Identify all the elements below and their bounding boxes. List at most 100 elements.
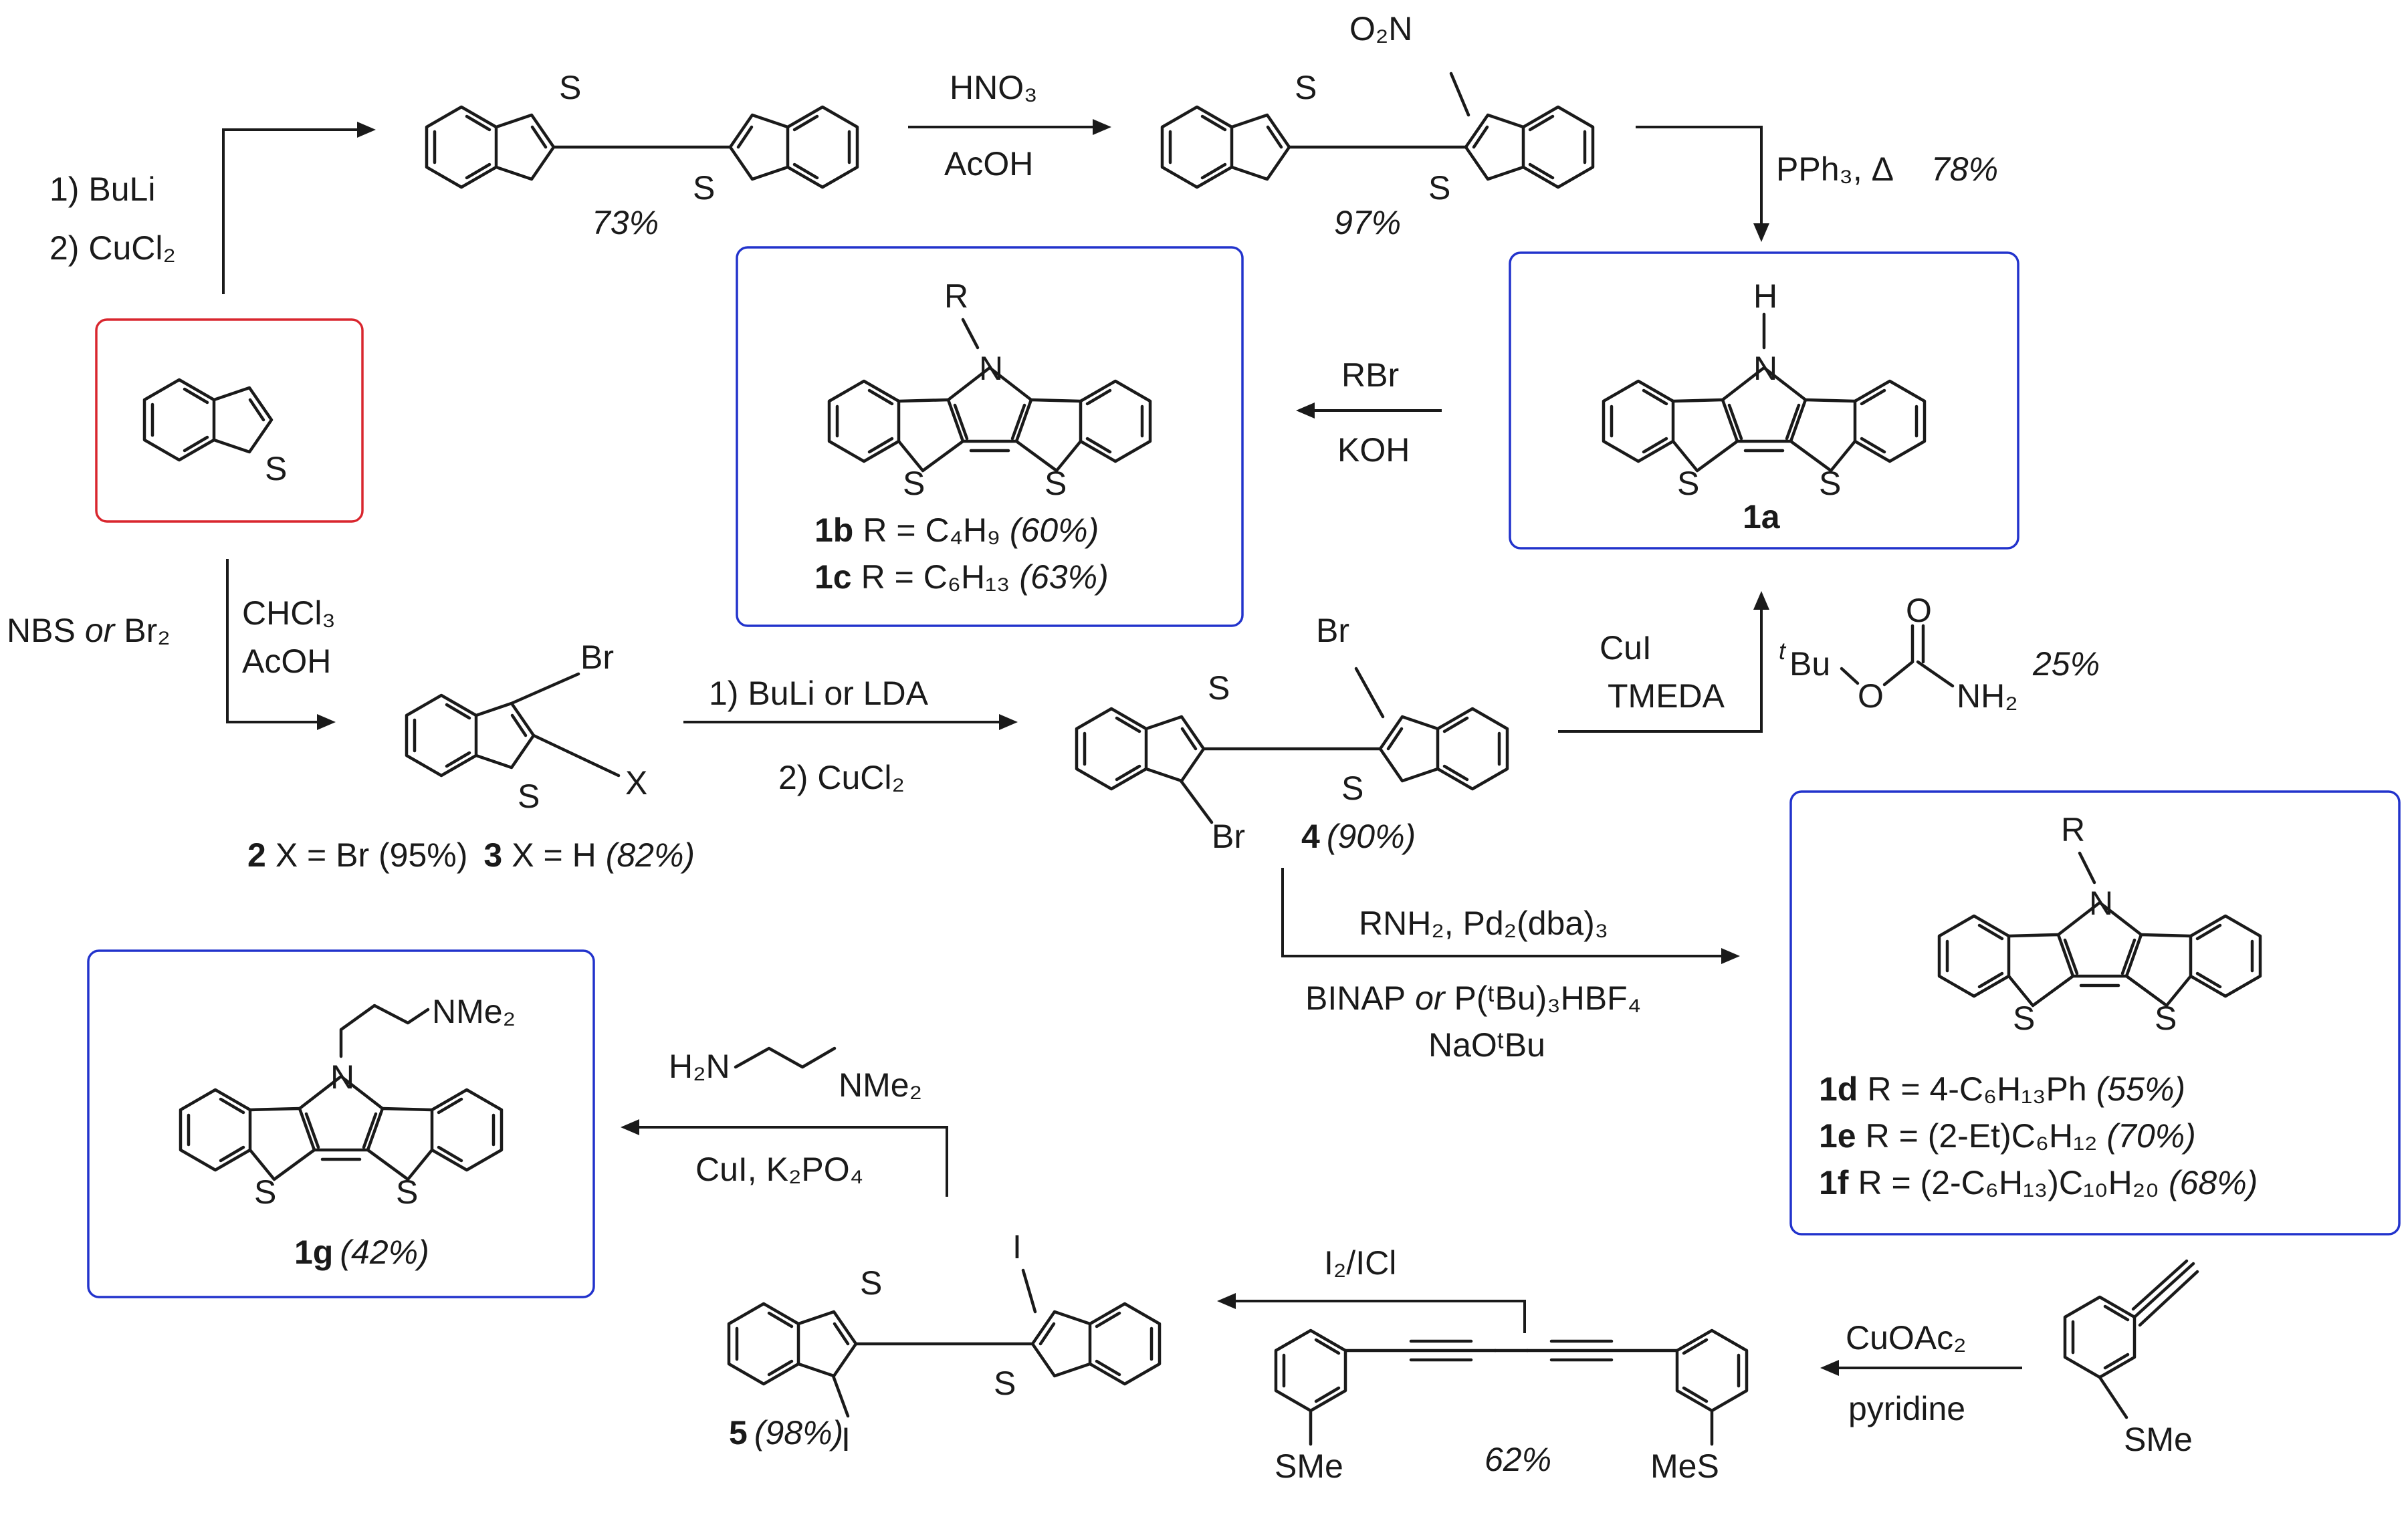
product-box — [87, 949, 595, 1298]
benzothiophene-start: S — [95, 318, 364, 523]
yield-4: (90%) — [1327, 818, 1416, 855]
cond-pyridine: pyridine — [1848, 1390, 1965, 1427]
atom-s: S — [903, 465, 925, 502]
yield-diyne: 62% — [1485, 1441, 1551, 1478]
cond-or: or — [1415, 979, 1446, 1017]
atom-br: Br — [1316, 612, 1349, 649]
label-1e: 1e — [1819, 1117, 1856, 1155]
x-group-2: X = Br (95%) — [276, 836, 468, 874]
atom-s: S — [1341, 770, 1363, 807]
label-4: 4 — [1301, 818, 1320, 855]
atom-n: N — [979, 350, 1003, 387]
compound-5: I I S S 5(98%) — [729, 1228, 1160, 1458]
cond-acoh: AcOH — [944, 145, 1033, 183]
atom-o: O — [1906, 592, 1932, 629]
atom-o: O — [1858, 677, 1884, 715]
cond-cucl2: 2) CuCl₂ — [49, 229, 176, 267]
yield-nitro: 97% — [1334, 204, 1401, 241]
svg-text:1cR = C₆H₁₃(63%): 1cR = C₆H₁₃(63%) — [814, 558, 1109, 596]
label-1b: 1b — [814, 511, 853, 549]
arrow-rnh2 — [1281, 868, 1725, 957]
label-1g: 1g — [294, 1234, 333, 1271]
x-group-3: X = H — [512, 836, 596, 874]
yield-1d: (55%) — [2096, 1070, 2185, 1108]
highlight-box — [95, 318, 364, 523]
atom-r: R — [944, 277, 968, 315]
atom-h: H — [1753, 277, 1777, 315]
atom-s: S — [254, 1173, 276, 1211]
cond-cui: CuI — [1600, 629, 1652, 667]
r-group-1d: R = 4-C₆H₁₃Ph — [1867, 1070, 2086, 1108]
svg-text:1fR = (2-C₆H₁₃)C₁₀H₂₀(68%): 1fR = (2-C₆H₁₃)C₁₀H₂₀(68%) — [1819, 1164, 2258, 1201]
cond-i2icl: I₂/ICl — [1324, 1244, 1396, 1282]
yield-5: (98%) — [754, 1414, 843, 1451]
atom-s: S — [396, 1173, 418, 1211]
yield-1c: (63%) — [1019, 558, 1108, 596]
mes-group: MeS — [1650, 1447, 1719, 1485]
cond-koh: KOH — [1337, 431, 1410, 469]
ethynyl-thioanisole: SMe — [2065, 1259, 2199, 1458]
conditions: 1) BuLi 2) CuCl₂ HNO₃ AcOH PPh₃, Δ 78% R… — [7, 69, 2100, 1427]
cond-chcl3: CHCl₃ — [242, 594, 336, 632]
arrow-nbs — [226, 559, 321, 723]
label-1c: 1c — [814, 558, 852, 596]
tbu-sup: t — [1779, 637, 1787, 665]
cond-tmeda: TMEDA — [1608, 677, 1725, 715]
atom-s: S — [559, 69, 581, 106]
atom-r: R — [2061, 811, 2085, 848]
label-3: 3 — [483, 836, 502, 874]
arrow-i2icl — [1232, 1300, 1526, 1333]
svg-text:1dR = 4-C₆H₁₃Ph(55%): 1dR = 4-C₆H₁₃Ph(55%) — [1819, 1070, 2185, 1108]
label-1f: 1f — [1819, 1164, 1849, 1201]
label-5: 5 — [729, 1414, 748, 1451]
atom-s: S — [2155, 1000, 2177, 1037]
product-box — [736, 246, 1244, 627]
r-group-1b: R = C₄H₉ — [863, 511, 1000, 549]
compound-4: Br Br S S 4(90%) — [1077, 612, 1507, 855]
atom-n: N — [1753, 350, 1777, 387]
arrows — [222, 119, 2022, 1376]
atom-br: Br — [1212, 818, 1245, 855]
svg-text:4(90%): 4(90%) — [1301, 818, 1416, 855]
product-box — [1509, 251, 2019, 550]
cond-binap: BINAP — [1305, 979, 1406, 1017]
product-box — [1789, 790, 2401, 1236]
atom-s: S — [1208, 669, 1230, 707]
tbu-group: Bu — [1789, 645, 1830, 683]
yield-1g: (42%) — [340, 1234, 429, 1271]
cond-cucl2-2: 2) CuCl₂ — [778, 759, 905, 796]
atom-n: N — [330, 1058, 354, 1096]
r-group-1e: R = (2-Et)C₆H₁₂ — [1866, 1117, 2098, 1155]
cond-ptbu: P(ᵗBu)₃HBF₄ — [1454, 979, 1642, 1017]
cond-or: or — [85, 612, 116, 649]
diyne: SMe MeS 62% — [1275, 1330, 1747, 1485]
bibenzothiophene: S S 73% — [427, 69, 857, 241]
atom-s: S — [693, 169, 715, 207]
cond-hno3: HNO₃ — [950, 69, 1037, 106]
dimethylethylenediamine: H₂N NMe₂ — [669, 1046, 922, 1104]
cond-rbr: RBr — [1341, 356, 1399, 394]
cond-br2: Br₂ — [124, 612, 170, 649]
atom-s: S — [1045, 465, 1067, 502]
atom-s: S — [1428, 169, 1450, 207]
arrow-pph3 — [1636, 126, 1763, 227]
cond-nbs: NBS — [7, 612, 76, 649]
nh2-group: NH₂ — [1957, 677, 2018, 715]
atom-i: I — [841, 1421, 851, 1458]
arrow-amine — [635, 1126, 948, 1197]
cond-acoh2: AcOH — [242, 643, 331, 680]
cond-cui-k2po4: CuI, K₂PO₄ — [695, 1151, 863, 1188]
yield-1b: (60%) — [1010, 511, 1099, 549]
yield-3: (82%) — [606, 836, 695, 874]
atom-s: S — [1677, 465, 1699, 502]
cond-naotbu: NaOᵗBu — [1428, 1026, 1545, 1064]
cond-buli: 1) BuLi — [49, 170, 155, 208]
svg-text:1g(42%): 1g(42%) — [294, 1234, 429, 1271]
nitro-group: O₂N — [1349, 10, 1412, 47]
nme2-reagent: NMe₂ — [839, 1066, 922, 1104]
sme-group: SMe — [2124, 1421, 2193, 1458]
